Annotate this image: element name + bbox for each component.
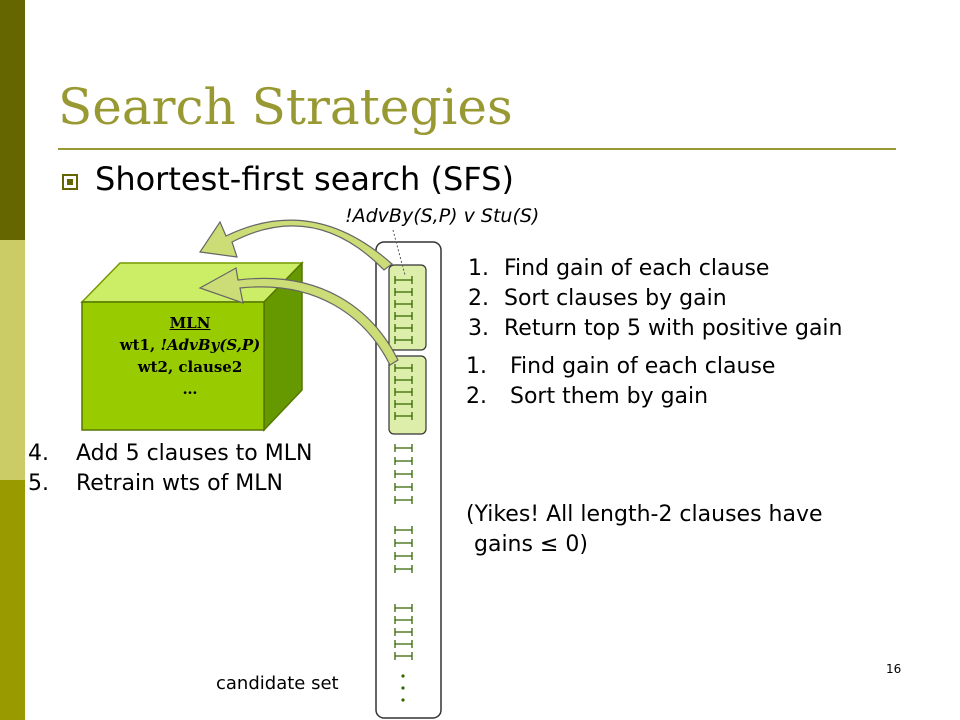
cube-front <box>81 301 265 431</box>
square-bullet-icon <box>62 174 78 190</box>
list-item: 2.Sort them by gain <box>466 384 709 409</box>
list-item: 1.Find gain of each clause <box>466 354 776 379</box>
left-stripe-olive <box>0 480 25 720</box>
mln-weight1: wt1, <box>119 336 161 354</box>
yikes-line1: (Yikes! All length-2 clauses have <box>466 502 823 527</box>
arrow-inner <box>198 267 399 366</box>
title-rule <box>58 148 896 150</box>
mln-line1: wt1, !AdvBy(S,P) <box>85 334 295 356</box>
list-item: 5.Retrain wts of MLN <box>28 471 284 496</box>
candidate-set-label: candidate set <box>216 673 339 694</box>
ellipsis-dot <box>401 674 405 678</box>
mln-cube-label: MLN wt1, !AdvBy(S,P) wt2, clause2 … <box>85 312 295 400</box>
page-number: 16 <box>886 662 902 676</box>
left-stripe-dark <box>0 0 25 240</box>
yikes-line2: gains ≤ 0) <box>474 532 588 557</box>
ellipsis-dot <box>401 686 405 690</box>
candidate-column <box>375 241 442 719</box>
steps-list-a: 1.Find gain of each clause 2.Sort clause… <box>468 254 843 344</box>
mln-line3: … <box>182 380 198 398</box>
left-stripe-light <box>0 240 25 480</box>
mln-line2: wt2, clause2 <box>137 358 243 376</box>
ellipsis-dot <box>401 698 405 702</box>
clause-group-second <box>388 355 427 435</box>
clause-group-top <box>388 264 427 351</box>
clause-marks <box>394 276 413 660</box>
list-item: 1.Find gain of each clause <box>468 256 770 281</box>
list-item: 4.Add 5 clauses to MLN <box>28 441 313 466</box>
steps-list-c: 4.Add 5 clauses to MLN 5.Retrain wts of … <box>28 439 312 499</box>
clause-formula: !AdvBy(S,P) v Stu(S) <box>345 205 540 227</box>
arrow-outer <box>198 219 393 271</box>
list-item: 2.Sort clauses by gain <box>468 286 727 311</box>
mln-formula1: !AdvBy(S,P) <box>160 336 261 354</box>
yikes-note: (Yikes! All length-2 clauses have gains … <box>466 500 823 560</box>
steps-list-b: 1.Find gain of each clause 2.Sort them b… <box>466 352 775 412</box>
list-item: 3.Return top 5 with positive gain <box>468 316 843 341</box>
mln-title: MLN <box>169 314 211 332</box>
slide-title: Search Strategies <box>58 78 513 136</box>
slide-subtitle: Shortest-first search (SFS) <box>95 160 514 198</box>
